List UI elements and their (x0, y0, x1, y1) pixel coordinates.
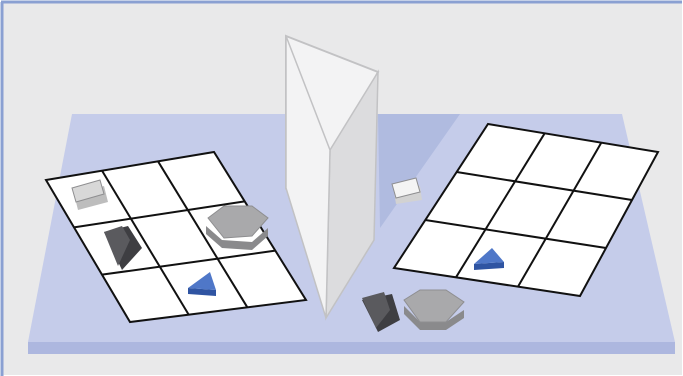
gray-square-piece (71, 179, 108, 210)
table-front-edge (28, 342, 675, 354)
blue-triangle-piece (188, 272, 216, 296)
board-column-line (157, 160, 249, 308)
left-board-pieces (71, 179, 269, 296)
board-column-line (517, 142, 603, 288)
board-column-line (455, 132, 546, 278)
loose-pieces (362, 177, 465, 332)
board-row-line (101, 249, 276, 276)
white-square-piece (391, 177, 422, 204)
dark-wedge-piece (104, 226, 142, 270)
gray-hexagon-piece (403, 289, 465, 330)
right-grid-board (392, 122, 660, 298)
board-row-line (73, 200, 245, 229)
dark-wedge-piece (362, 292, 400, 332)
board-row-line (456, 171, 633, 201)
right-board-pieces (474, 248, 504, 270)
gray-hexagon-piece (206, 205, 269, 250)
partition-left-face (285, 35, 331, 319)
left-grid-board (44, 150, 308, 324)
blue-triangle-piece (474, 248, 504, 270)
board-row-line (425, 219, 607, 249)
board-column-line (101, 170, 190, 316)
folded-partition (285, 34, 380, 321)
